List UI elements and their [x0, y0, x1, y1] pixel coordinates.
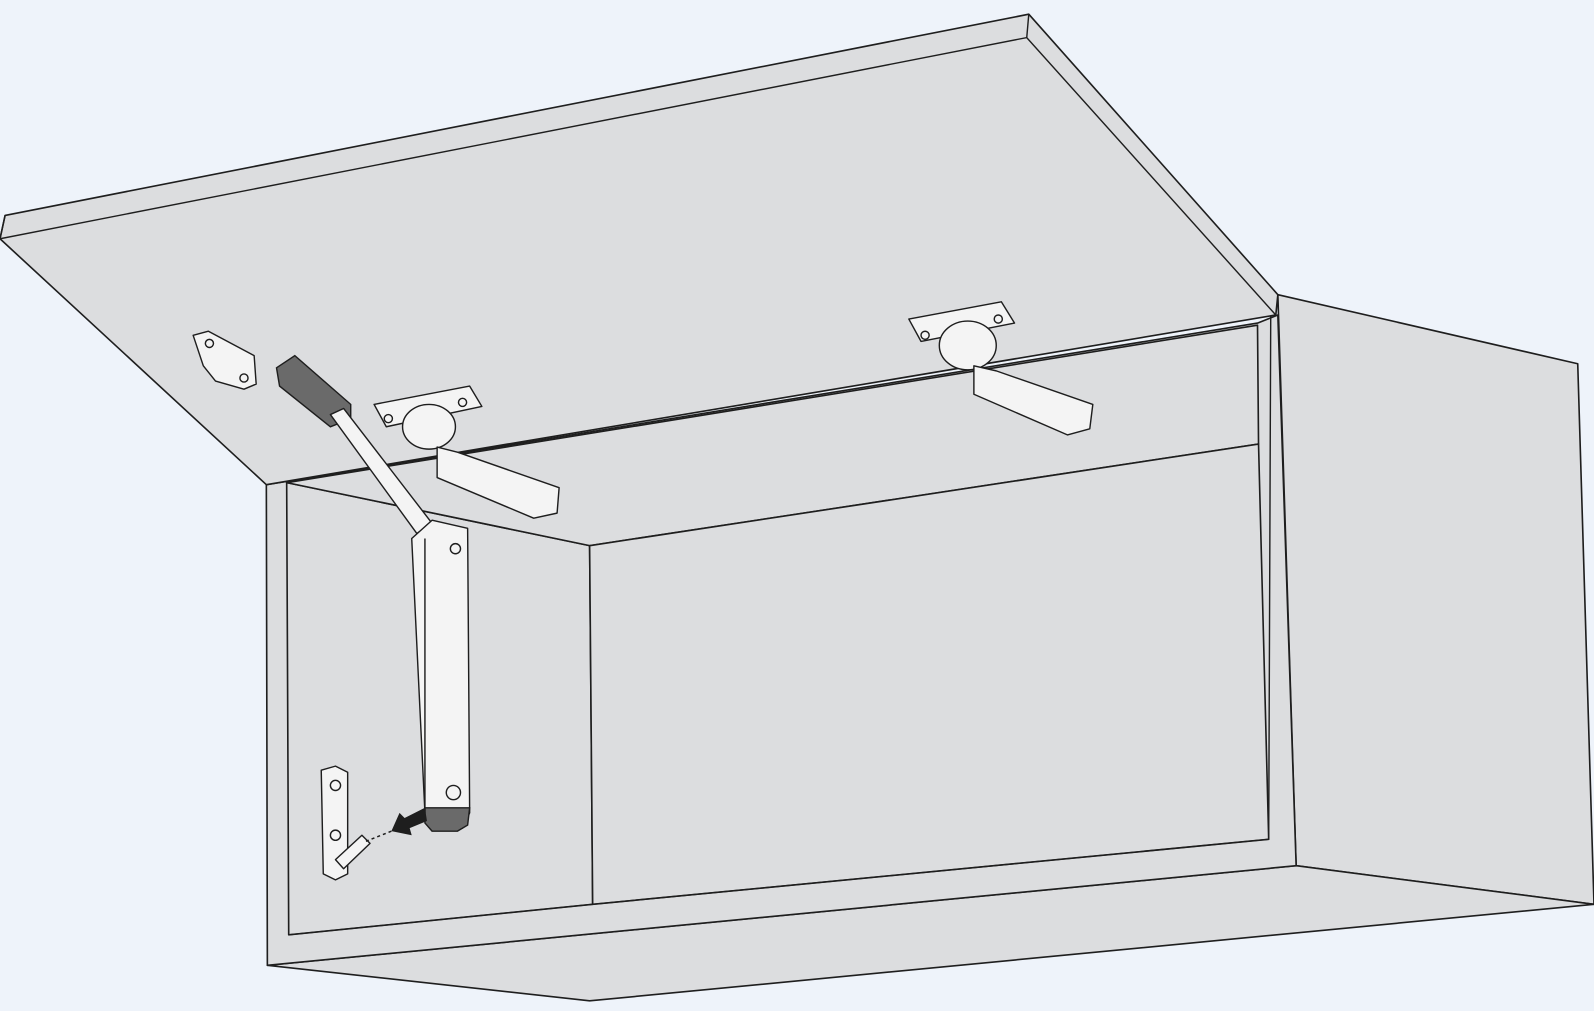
- cabinet-inner-bottom-edge: [288, 314, 1272, 936]
- housing-end-cap: [424, 807, 471, 832]
- hinge-left: [373, 385, 560, 519]
- hinge-right: [908, 301, 1094, 436]
- arrow-icon: [365, 807, 427, 843]
- lift-arm: [275, 354, 471, 832]
- cabinet-right-side: [1277, 293, 1594, 906]
- lid-mounting-bracket: [192, 330, 257, 390]
- side-mounting-plate: [320, 765, 371, 881]
